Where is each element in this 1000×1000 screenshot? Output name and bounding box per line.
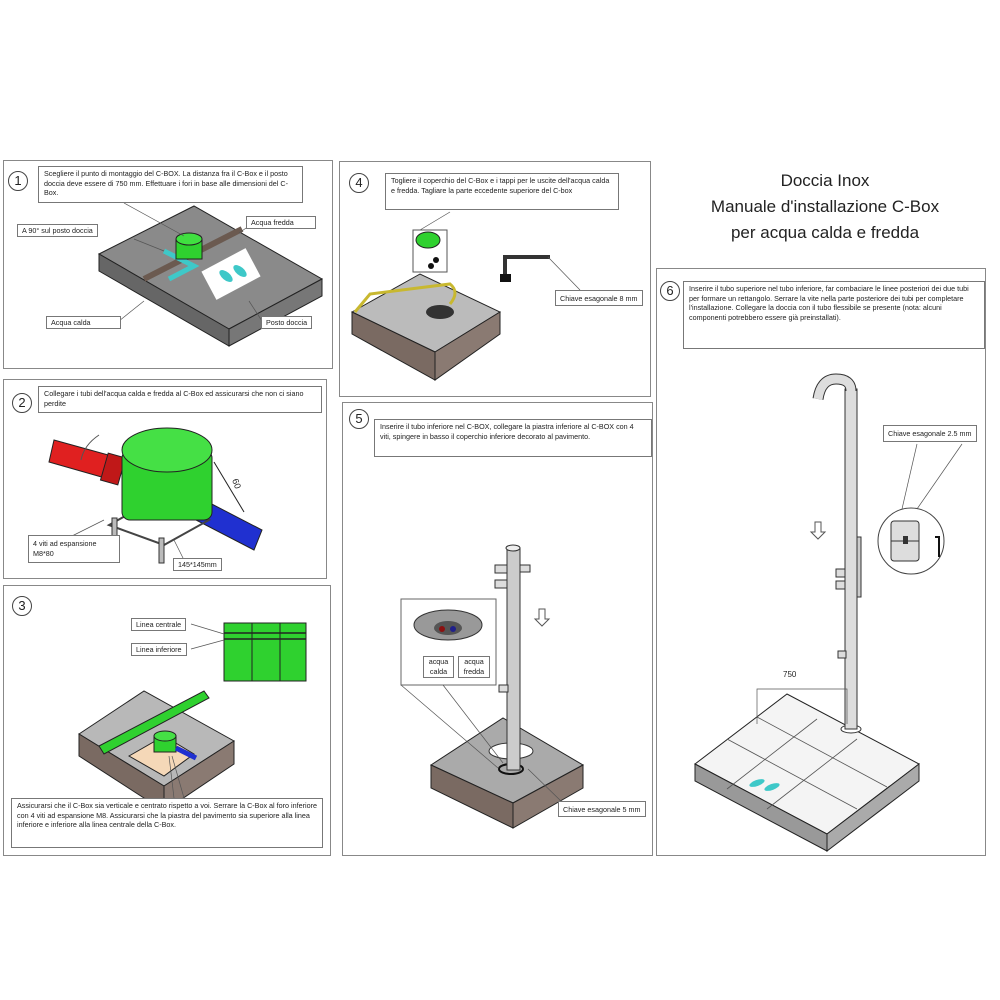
label-hot-water: acqua calda bbox=[423, 656, 454, 678]
step-number: 6 bbox=[660, 281, 680, 301]
step-4-illustration bbox=[350, 211, 581, 381]
label-hot-water: Acqua calda bbox=[46, 316, 121, 329]
distance-750: 750 bbox=[783, 670, 797, 679]
step-number: 1 bbox=[8, 171, 28, 191]
label-plate-size: 145*145mm bbox=[173, 558, 222, 571]
step-1-panel: 1 Scegliere il punto di montaggio del C-… bbox=[3, 160, 333, 369]
step-5-instructions: Inserire il tubo inferiore nel C-BOX, co… bbox=[374, 419, 652, 457]
label-center-line: Linea centrale bbox=[131, 618, 187, 631]
step-6-illustration: 750 bbox=[694, 373, 963, 853]
label-hex-key-5mm: Chiave esagonale 5 mm bbox=[558, 801, 646, 817]
label-shower-spot: Posto doccia bbox=[261, 316, 313, 329]
step-3-instructions: Assicurarsi che il C-Box sia verticale e… bbox=[11, 798, 323, 848]
step-5-panel: 5 Inserire il tubo inferiore nel C-BOX, … bbox=[342, 402, 653, 856]
step-2-panel: 60 2 Collegare i tubi dell'acqua calda e… bbox=[3, 379, 327, 579]
label-hex-key-2-5mm: Chiave esagonale 2.5 mm bbox=[883, 425, 977, 442]
step-2-instructions: Collegare i tubi dell'acqua calda e fred… bbox=[38, 386, 322, 413]
step-number: 4 bbox=[349, 173, 369, 193]
label-lower-line: Linea inferiore bbox=[131, 643, 187, 656]
step-4-instructions: Togliere il coperchio del C-Box e i tapp… bbox=[385, 173, 619, 210]
dimension-60: 60 bbox=[230, 477, 243, 490]
step-2-illustration: 60 bbox=[48, 427, 263, 564]
step-5-illustration bbox=[400, 544, 585, 829]
label-screws: 4 viti ad espansione M8*80 bbox=[28, 535, 120, 563]
step-6-panel: 750 6 Inserire il tubo superiore nel tub… bbox=[656, 268, 986, 856]
step-1-instructions: Scegliere il punto di montaggio del C-BO… bbox=[38, 166, 303, 203]
label-hex-key-8mm: Chiave esagonale 8 mm bbox=[555, 290, 643, 306]
step-3-illustration bbox=[78, 622, 307, 812]
label-cold-water: acqua fredda bbox=[458, 656, 490, 678]
step-4-panel: 4 Togliere il coperchio del C-Box e i ta… bbox=[339, 161, 651, 397]
step-1-illustration bbox=[97, 202, 324, 347]
step-number: 2 bbox=[12, 393, 32, 413]
label-angle: A 90° sul posto doccia bbox=[17, 224, 98, 237]
step-6-instructions: Inserire il tubo superiore nel tubo infe… bbox=[683, 281, 985, 349]
step-number: 5 bbox=[349, 409, 369, 429]
label-cold-water: Acqua fredda bbox=[246, 216, 316, 229]
title-text: Doccia Inox Manuale d'installazione C-Bo… bbox=[710, 171, 940, 242]
step-3-panel: 3 Linea centrale Linea inferiore Assicur… bbox=[3, 585, 331, 856]
step-number: 3 bbox=[12, 596, 32, 616]
